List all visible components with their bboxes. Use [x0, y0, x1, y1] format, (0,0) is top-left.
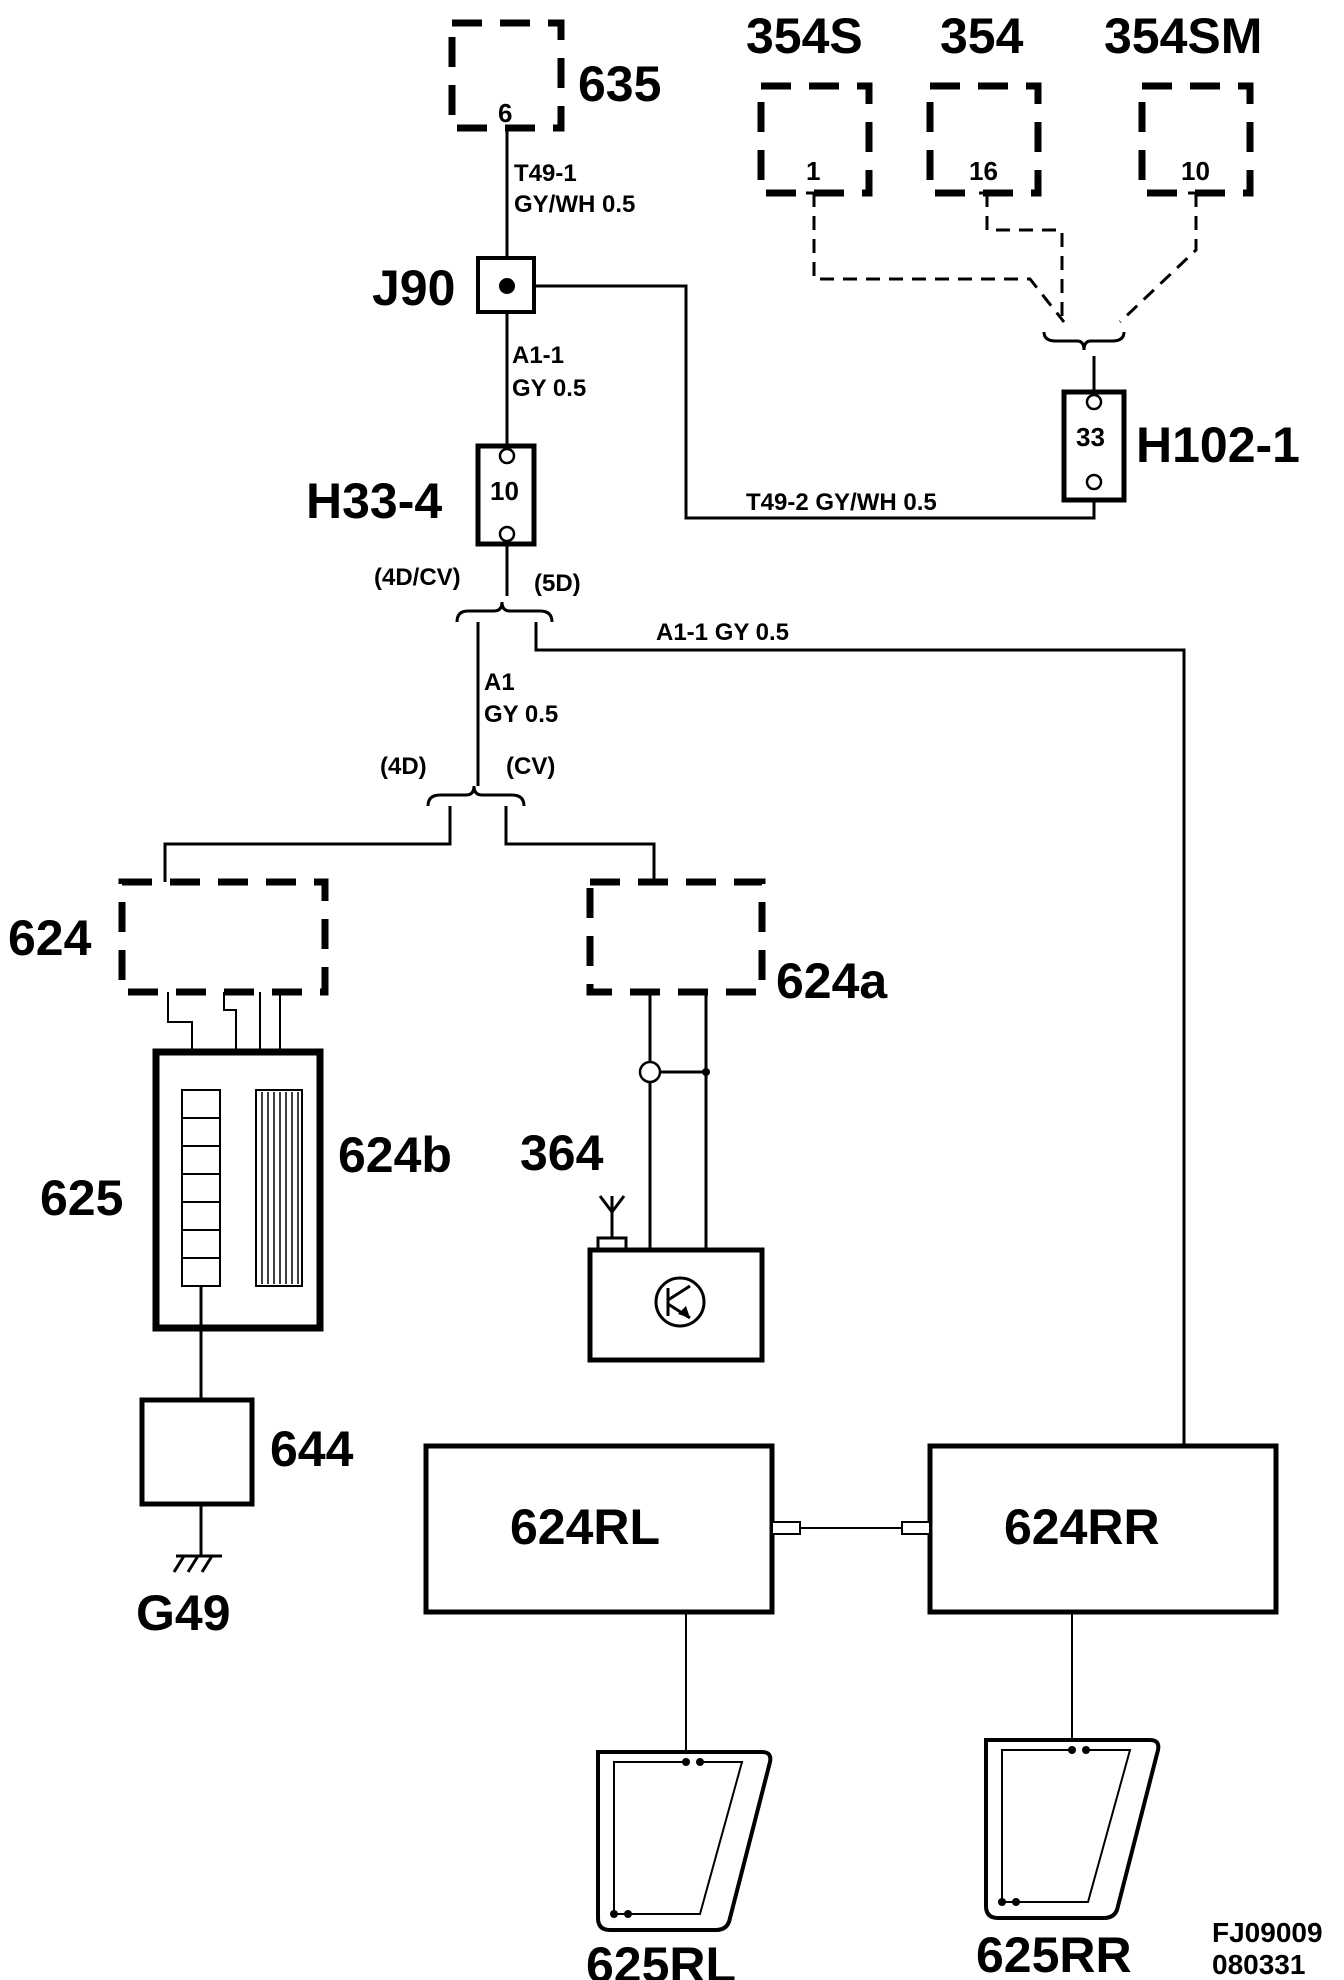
variant-5d: (5D) — [534, 570, 581, 597]
component-354-label: 354 — [940, 8, 1024, 64]
component-354sm-pin: 10 — [1181, 156, 1210, 186]
connector-h102-1-label: H102-1 — [1136, 417, 1300, 473]
component-624rr-label: 624RR — [1004, 1499, 1160, 1555]
component-624a-box — [586, 878, 766, 996]
ground-icon — [172, 1554, 222, 1573]
component-625rr-label: 625RR — [976, 1927, 1132, 1980]
component-635-pin: 6 — [498, 98, 512, 128]
component-624rl-box — [423, 1443, 775, 1615]
antenna-icon — [598, 1195, 626, 1238]
component-644-label: 644 — [270, 1421, 354, 1477]
wire-a1-1-right-label: A1-1 GY 0.5 — [656, 619, 789, 646]
wire-t49-2-label: T49-2 GY/WH 0.5 — [746, 489, 937, 516]
component-624-box — [118, 878, 329, 996]
wire-t49-1-spec: GY/WH 0.5 — [514, 191, 635, 218]
wire-a1-label: A1 — [484, 669, 515, 696]
transistor-icon — [654, 1276, 706, 1328]
component-624rr-box — [927, 1443, 1279, 1615]
component-625-label: 625 — [40, 1170, 123, 1226]
footer-date: 080331 — [1212, 1949, 1305, 1980]
component-624rl-label: 624RL — [510, 1499, 660, 1555]
component-624b-element — [255, 1089, 303, 1287]
component-364-label: 364 — [520, 1125, 604, 1181]
component-625-element — [181, 1089, 221, 1287]
component-625rl-label: 625RL — [586, 1937, 736, 1980]
component-644-box — [139, 1397, 255, 1507]
connector-h102-1-pin: 33 — [1076, 422, 1105, 452]
component-624a-label: 624a — [776, 953, 888, 1009]
component-624b-label: 624b — [338, 1127, 452, 1183]
variant-4dcv: (4D/CV) — [374, 564, 461, 591]
component-624-label: 624 — [8, 910, 92, 966]
splice-j90-label: J90 — [372, 260, 455, 316]
connector-h33-4-pin: 10 — [490, 476, 519, 506]
wire-t49-1-label: T49-1 — [514, 160, 577, 187]
ground-g49-label: G49 — [136, 1585, 231, 1641]
variant-4d: (4D) — [380, 753, 427, 780]
component-625rl-window — [596, 1750, 773, 1932]
component-354s-label: 354S — [746, 8, 863, 64]
wire-a1-spec: GY 0.5 — [484, 701, 558, 728]
component-364-box — [587, 1247, 765, 1363]
component-354-pin: 16 — [969, 156, 998, 186]
footer-code: FJ09009 — [1212, 1917, 1323, 1948]
wire-a1-1-top-label: A1-1 — [512, 342, 564, 369]
variant-cv: (CV) — [506, 753, 555, 780]
wire-a1-1-top-spec: GY 0.5 — [512, 375, 586, 402]
component-635-label: 635 — [578, 56, 661, 112]
connector-h33-4-label: H33-4 — [306, 473, 442, 529]
component-625rr-window — [984, 1738, 1161, 1920]
component-354sm-label: 354SM — [1104, 8, 1262, 64]
component-354s-pin: 1 — [806, 156, 820, 186]
